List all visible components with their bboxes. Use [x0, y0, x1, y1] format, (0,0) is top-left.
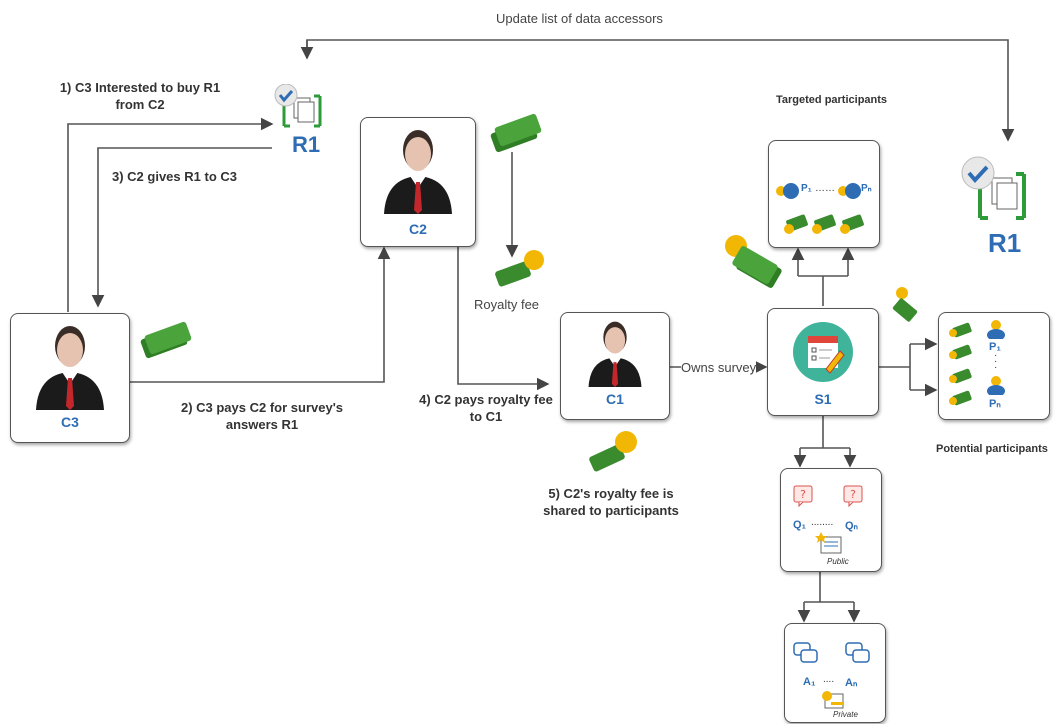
lock-key-icon — [822, 691, 844, 709]
pn-label: Pₙ — [989, 398, 1001, 410]
money-icon — [490, 113, 542, 153]
svg-text:?: ? — [850, 488, 856, 501]
c3-label: C3 — [61, 414, 79, 430]
royalty-fee-label: Royalty fee — [474, 297, 540, 312]
s1-label: S1 — [814, 391, 832, 407]
a1-label: A₁ — [803, 676, 816, 688]
document-check-icon — [270, 83, 326, 135]
survey-icon — [793, 322, 853, 382]
step4-label: 4) C2 pays royalty fee to C1 — [419, 392, 553, 424]
c1-node: C1 — [560, 312, 670, 420]
s1-node: S1 — [767, 308, 879, 416]
targeted-participants-label: Targeted participants — [776, 94, 888, 106]
question-icon: ? — [843, 485, 863, 507]
money-coin-icon — [495, 250, 544, 287]
person-icon — [36, 326, 104, 410]
money-coin-icon — [589, 431, 637, 472]
ellipsis: …… — [815, 183, 835, 194]
participant-icon — [987, 376, 1005, 395]
public-label: Public — [827, 557, 849, 566]
form-icon — [815, 532, 842, 554]
chat-icon — [845, 642, 870, 663]
vertical-ellipsis: ··· — [994, 350, 998, 373]
person-icon — [588, 321, 642, 387]
private-label: Private — [833, 710, 858, 719]
step3-label: 3) C2 gives R1 to C3 — [112, 169, 237, 184]
c1-label: C1 — [606, 391, 624, 407]
an-label: Aₙ — [845, 677, 858, 689]
money-icon — [140, 321, 192, 359]
participant-icon — [987, 320, 1005, 339]
money-coin-icon — [892, 287, 918, 322]
svg-text:?: ? — [800, 488, 806, 501]
p1-label: P₁ — [801, 183, 812, 194]
answers-box: A₁ .... Aₙ Private — [784, 623, 886, 723]
question-icon: ? — [793, 485, 813, 507]
step1-label: 1) C3 Interested to buy R1 from C2 — [59, 80, 221, 112]
step2-label: 2) C3 pays C2 for survey's answers R1 — [180, 400, 344, 432]
participants-icon — [776, 183, 861, 199]
money-icon — [784, 214, 864, 234]
targeted-participants-box: P₁ …… Pₙ — [768, 140, 880, 248]
r1-large-label: R1 — [988, 228, 1022, 258]
person-icon — [384, 130, 452, 214]
questions-box: ? ? Q₁ ........ Qₙ Public — [780, 468, 882, 572]
ellipsis: .... — [823, 674, 835, 685]
c2-node: C2 — [360, 117, 476, 247]
chat-icon — [793, 642, 818, 663]
p1-label: P₁ — [989, 341, 1001, 353]
ellipsis: ........ — [811, 517, 834, 528]
c3-node: C3 — [10, 313, 130, 443]
money-icon — [949, 322, 972, 406]
c2-label: C2 — [409, 221, 427, 237]
document-check-icon — [958, 156, 1030, 229]
owns-survey-label: Owns survey — [681, 360, 757, 375]
q1-label: Q₁ — [793, 519, 807, 531]
step5-label: 5) C2's royalty fee is shared to partici… — [543, 486, 679, 518]
pn-label: Pₙ — [861, 183, 872, 194]
money-coin-icon — [725, 235, 782, 288]
potential-participants-label: Potential participants — [936, 443, 1048, 455]
update-list-label: Update list of data accessors — [496, 11, 663, 26]
qn-label: Qₙ — [845, 520, 858, 532]
potential-participants-box: P₁ ··· Pₙ — [938, 312, 1050, 420]
r1-small-label: R1 — [292, 132, 321, 157]
